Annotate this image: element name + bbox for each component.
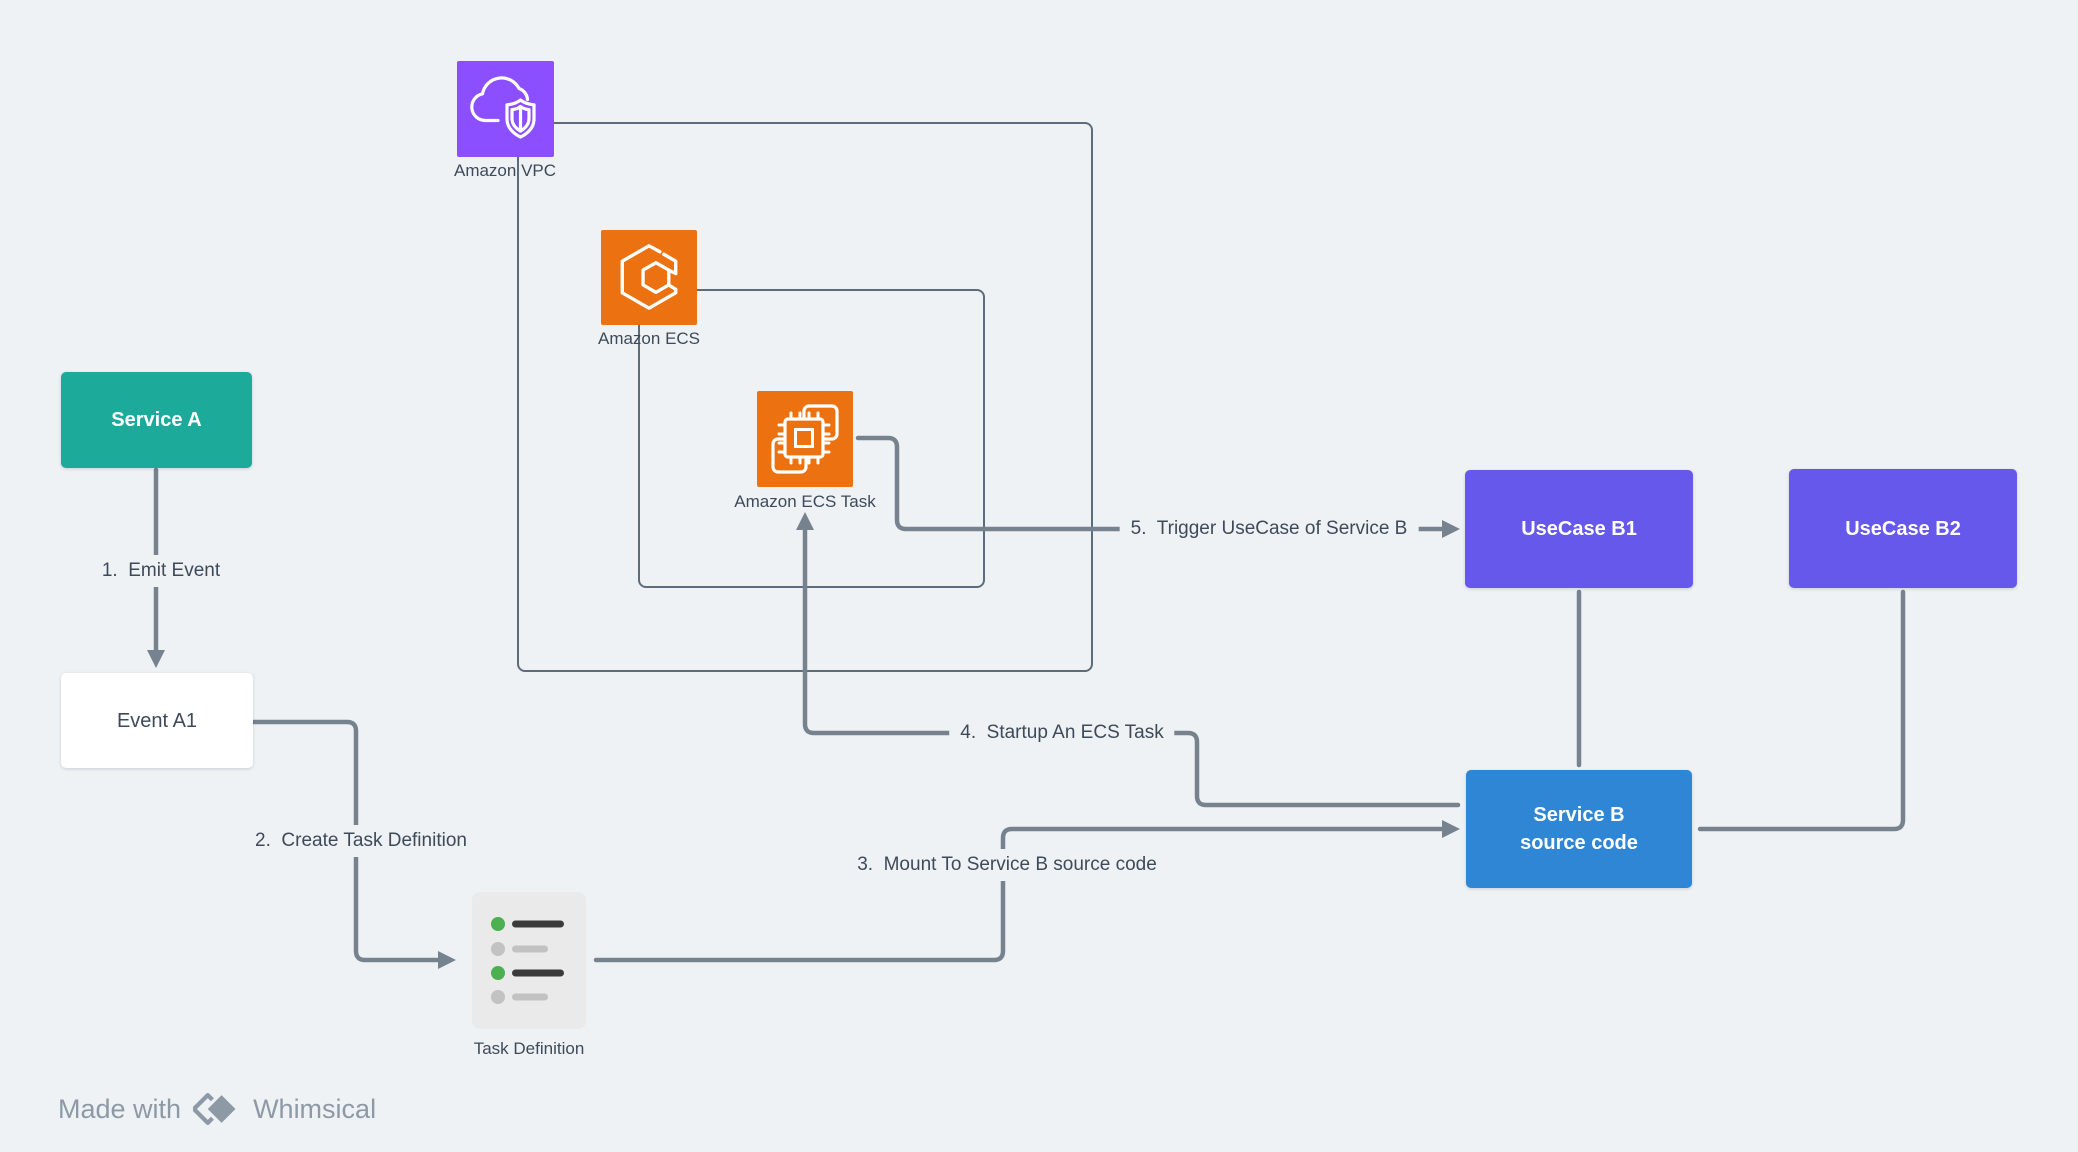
node-usecase-b2[interactable]: UseCase B2 — [1789, 469, 2017, 588]
aws-ecs-icon[interactable] — [601, 230, 697, 325]
node-service-a[interactable]: Service A — [61, 372, 252, 468]
aws-ecs-task-icon[interactable] — [757, 391, 853, 487]
aws-vpc-caption: Amazon VPC — [453, 161, 557, 180]
node-service-a-label: Service A — [111, 409, 202, 431]
node-usecase-b1[interactable]: UseCase B1 — [1465, 470, 1693, 588]
edge-step3-mount-source-code[interactable] — [593, 820, 1460, 963]
node-service-b-label-line2: source code — [1520, 832, 1638, 854]
aws-vpc-icon[interactable] — [457, 61, 554, 157]
made-with-whimsical-link[interactable]: Made with Whimsical — [58, 1088, 376, 1130]
edge-label-step2[interactable]: 2. Create Task Definition — [244, 825, 478, 857]
whimsical-brand-text: Whimsical — [253, 1093, 377, 1124]
node-service-b[interactable]: Service B source code — [1466, 770, 1692, 888]
task-definition-list-icon — [491, 917, 564, 1004]
vpc-cloud-shield-icon — [469, 76, 536, 139]
aws-ecs-caption: Amazon ECS — [597, 329, 701, 348]
task-definition-caption: Task Definition — [473, 1039, 585, 1058]
task-definition-icon[interactable] — [472, 892, 586, 1029]
node-service-b-label-line1: Service B — [1533, 804, 1625, 826]
node-event-a1-label: Event A1 — [116, 709, 198, 732]
made-with-text: Made with — [58, 1093, 182, 1124]
edge-label-step3[interactable]: 3. Mount To Service B source code — [846, 849, 1168, 881]
node-event-a1[interactable]: Event A1 — [61, 673, 253, 768]
aws-ecs-task-caption: Amazon ECS Task — [734, 492, 876, 511]
ecs-task-chip-icon — [771, 404, 839, 474]
edge-step4-startup-ecs-task[interactable] — [796, 512, 1461, 808]
edge-label-step4[interactable]: 4. Startup An ECS Task — [949, 717, 1175, 749]
node-usecase-b2-label: UseCase B2 — [1845, 517, 1961, 540]
ecs-container-frame[interactable] — [638, 289, 985, 588]
ecs-hexagon-icon — [620, 244, 678, 310]
node-usecase-b1-label: UseCase B1 — [1521, 518, 1637, 540]
edge-usecase-b2-to-service-b[interactable] — [1697, 589, 1906, 832]
edge-label-step1[interactable]: 1. Emit Event — [90, 555, 232, 587]
whimsical-diamonds-icon — [193, 1091, 240, 1127]
edge-step5-trigger-usecase[interactable] — [855, 435, 1460, 538]
edge-label-step5[interactable]: 5. Trigger UseCase of Service B — [1119, 513, 1419, 545]
